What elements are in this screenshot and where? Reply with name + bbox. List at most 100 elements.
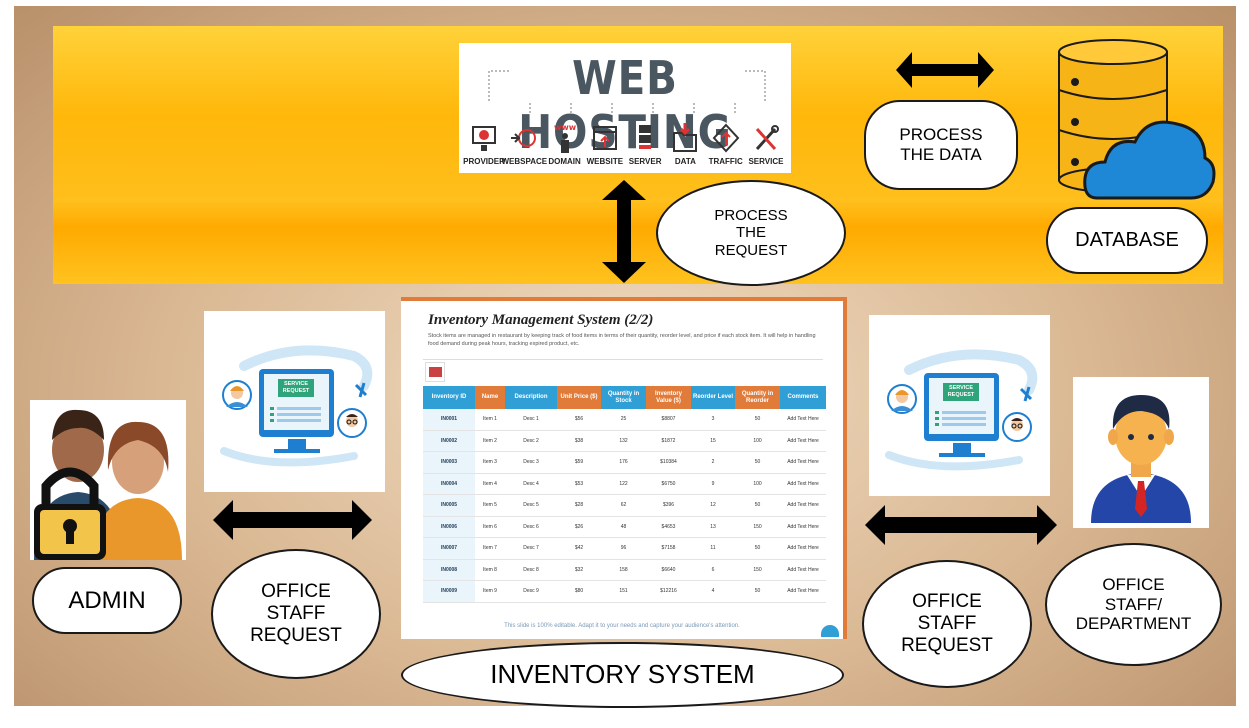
office-staff-department-label: OFFICE STAFF/ DEPARTMENT	[1075, 575, 1192, 634]
table-cell: 4	[691, 580, 735, 603]
table-cell: IN0002	[423, 430, 475, 452]
table-cell: $6640	[646, 559, 691, 581]
arrow-admin-request	[213, 500, 372, 540]
wh-item-webspace: WEBSPACE	[501, 121, 547, 166]
table-cell: $42	[557, 537, 601, 560]
web-hosting-card: WEB HOSTING PROVIDER WEBSPACE www DOMAIN…	[459, 43, 791, 173]
service-request-illustration-left	[220, 345, 373, 467]
admin-users-icon	[34, 409, 182, 560]
table-cell: $8807	[646, 409, 691, 431]
table-cell: IN0007	[423, 537, 475, 560]
col-unit-price: Unit Price ($)	[557, 386, 601, 409]
service-request-illustration-right	[885, 349, 1038, 471]
traffic-icon	[712, 123, 740, 153]
table-cell: Desc 1	[505, 409, 557, 431]
wh-label-provider: PROVIDER	[463, 157, 505, 166]
inventory-table: Inventory ID Name Description Unit Price…	[423, 386, 826, 603]
table-cell: Item 3	[475, 451, 505, 474]
inventory-slide: Inventory Management System (2/2) Stock …	[401, 297, 847, 639]
table-cell: $1872	[646, 430, 691, 452]
table-cell: 12	[691, 494, 735, 517]
web-hosting-items: PROVIDER WEBSPACE www DOMAIN WEBSITE SER…	[463, 121, 785, 166]
provider-icon	[472, 126, 496, 151]
bell-icon	[821, 625, 839, 637]
table-cell: $10384	[646, 451, 691, 474]
table-cell: 150	[735, 516, 780, 538]
service-request-badge-left: SERVICE REQUEST	[278, 379, 314, 397]
wh-label-traffic: TRAFFIC	[708, 157, 743, 166]
table-cell: Item 8	[475, 559, 505, 581]
table-cell: Item 1	[475, 409, 505, 431]
wh-item-server: SERVER	[626, 121, 664, 166]
office-staff-request-left-label: OFFICE STAFF REQUEST	[250, 581, 342, 646]
table-cell: Add Text Here	[780, 537, 826, 560]
inventory-slide-divider	[423, 359, 823, 360]
table-cell: Desc 9	[505, 580, 557, 603]
table-cell: 50	[735, 409, 780, 431]
table-cell: $7158	[646, 537, 691, 560]
col-comments: Comments	[780, 386, 826, 409]
table-cell: 50	[735, 537, 780, 560]
table-cell: Item 5	[475, 494, 505, 517]
table-cell: Add Text Here	[780, 494, 826, 517]
database-bubble: DATABASE	[1046, 207, 1208, 274]
table-cell: 100	[735, 473, 780, 495]
table-cell: $59	[557, 451, 601, 474]
wh-label-webspace: WEBSPACE	[501, 157, 548, 166]
admin-image	[30, 400, 186, 560]
table-cell: 176	[601, 451, 646, 474]
inventory-table-header: Inventory ID Name Description Unit Price…	[423, 386, 826, 409]
wh-item-provider: PROVIDER	[463, 121, 505, 166]
table-cell: $28	[557, 494, 601, 517]
inventory-system-bubble: INVENTORY SYSTEM	[401, 642, 844, 708]
admin-label: ADMIN	[68, 586, 146, 614]
inventory-slide-title: Inventory Management System (2/2)	[428, 312, 654, 328]
col-name: Name	[475, 386, 505, 409]
table-cell: IN0004	[423, 473, 475, 495]
table-cell: IN0008	[423, 559, 475, 581]
table-cell: 151	[601, 580, 646, 603]
col-quantity-in-reorder: Quantity in Reorder	[735, 386, 780, 409]
table-cell: Add Text Here	[780, 473, 826, 495]
wh-label-service: SERVICE	[748, 157, 784, 166]
table-cell: 50	[735, 580, 780, 603]
wh-label-server: SERVER	[628, 157, 662, 166]
table-cell: 13	[691, 516, 735, 538]
office-staff-department-bubble: OFFICE STAFF/ DEPARTMENT	[1045, 543, 1222, 666]
table-cell: $26	[557, 516, 601, 538]
table-cell: 25	[601, 409, 646, 431]
table-cell: Item 7	[475, 537, 505, 560]
table-cell: 122	[601, 473, 646, 495]
wh-item-traffic: TRAFFIC	[707, 121, 745, 166]
arrow-department-request	[865, 505, 1057, 545]
table-cell: Item 2	[475, 430, 505, 452]
database-label: DATABASE	[1075, 229, 1179, 251]
office-staff-request-right-bubble: OFFICE STAFF REQUEST	[862, 560, 1032, 688]
table-cell: Item 4	[475, 473, 505, 495]
svg-text:www: www	[554, 123, 577, 132]
table-cell: Desc 4	[505, 473, 557, 495]
col-description: Description	[505, 386, 557, 409]
table-cell: $80	[557, 580, 601, 603]
table-cell: 50	[735, 451, 780, 474]
table-cell: 48	[601, 516, 646, 538]
businessman-icon	[1091, 395, 1191, 523]
table-cell: Item 9	[475, 580, 505, 603]
table-cell: IN0003	[423, 451, 475, 474]
col-inventory-value: Inventory Value ($)	[646, 386, 691, 409]
table-cell: Desc 7	[505, 537, 557, 560]
domain-icon: www	[554, 123, 577, 153]
table-cell: Add Text Here	[780, 430, 826, 452]
table-cell: $396	[646, 494, 691, 517]
inventory-slide-icon	[425, 362, 445, 382]
inventory-slide-description: Stock items are managed in restaurant by…	[428, 333, 816, 347]
